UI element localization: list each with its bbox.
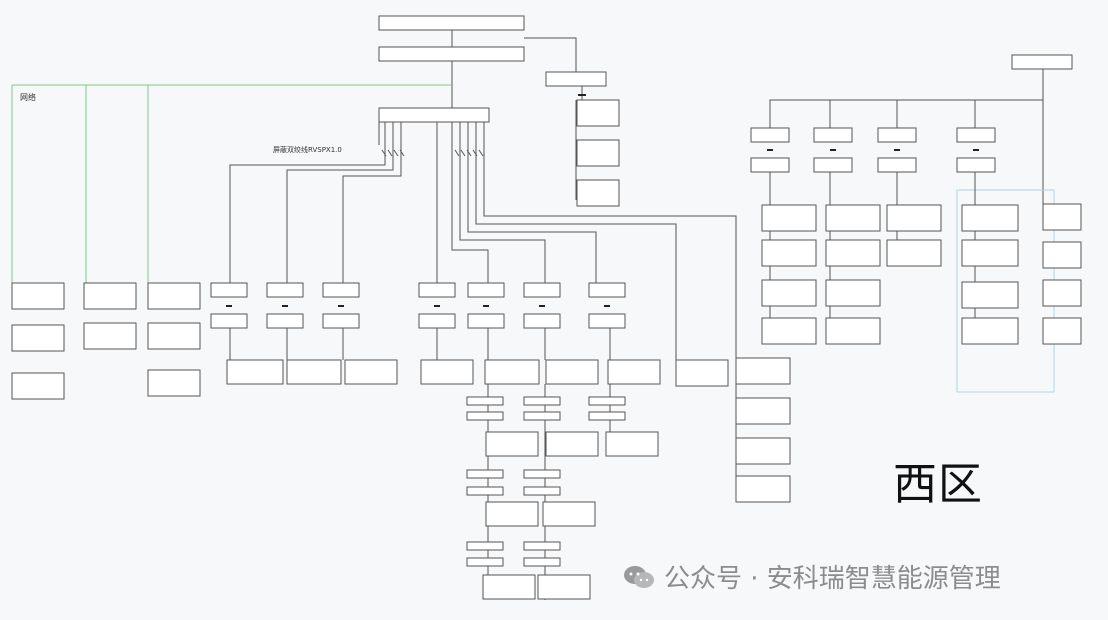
right-group-3 [877,127,942,267]
device-box-l5 [83,322,137,350]
middle-branch-1 [210,282,284,385]
network-label: 网络 [20,92,36,102]
cable-label: 屏蔽双绞线RVSPX1.0 [273,145,342,154]
right-server-box [1011,54,1073,70]
right-group-5 [1042,203,1082,345]
middle-branch-7 [588,282,661,385]
right-chain [735,357,791,503]
device-box-r1 [675,359,729,387]
meter-box-1 [576,99,620,127]
wechat-icon [622,563,656,591]
device-box-l3 [11,372,65,400]
watermark-text: 公众号 · 安科瑞智慧能源管理 [664,564,1001,594]
central-switch-box [378,107,490,123]
middle-branch-6 [523,282,599,385]
right-group-4 [956,127,1055,393]
right-group-1 [750,127,817,345]
device-box-l1 [11,282,65,310]
chain-column-a [466,384,539,600]
top-server-box [378,15,525,31]
watermark: 公众号 · 安科瑞智慧能源管理 [622,558,1001,595]
chain-column-b [523,384,599,600]
middle-branch-3 [322,282,398,385]
middle-branch-4 [418,282,474,385]
middle-branch-2 [266,282,342,385]
device-box-l6 [147,282,201,310]
device-box-l7 [147,322,201,350]
region-label: 西区 [893,459,983,510]
meter-box-2 [576,139,620,167]
device-box-l4 [83,282,137,310]
right-group-2 [813,127,881,345]
chain-column-c [588,384,659,457]
second-server-box [378,46,525,62]
gateway-box [545,71,607,87]
middle-branch-5 [467,282,540,385]
device-box-l2 [11,324,65,352]
device-box-l8 [147,369,201,397]
meter-box-3 [576,179,620,207]
